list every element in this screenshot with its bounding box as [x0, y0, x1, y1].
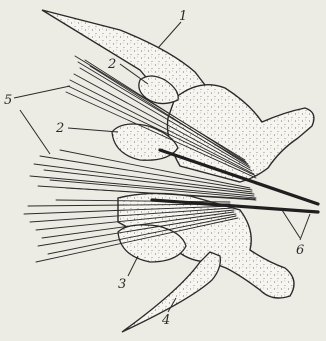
callout-1: 1 [179, 9, 187, 24]
leader-5-lower [20, 110, 50, 154]
callout-3: 3 [118, 277, 126, 292]
leader-1 [158, 22, 181, 48]
leader-6-upper [282, 210, 300, 238]
callout-6: 6 [296, 243, 304, 258]
callout-2-upper: 2 [107, 57, 116, 72]
leader-6-lower [300, 214, 310, 240]
callout-2-lower: 2 [55, 121, 64, 136]
leader-3 [128, 256, 138, 276]
leader-5-upper [14, 86, 70, 98]
callout-4: 4 [161, 313, 170, 328]
callout-5: 5 [4, 93, 12, 108]
process-4 [122, 252, 220, 332]
leader-2b [68, 128, 118, 132]
